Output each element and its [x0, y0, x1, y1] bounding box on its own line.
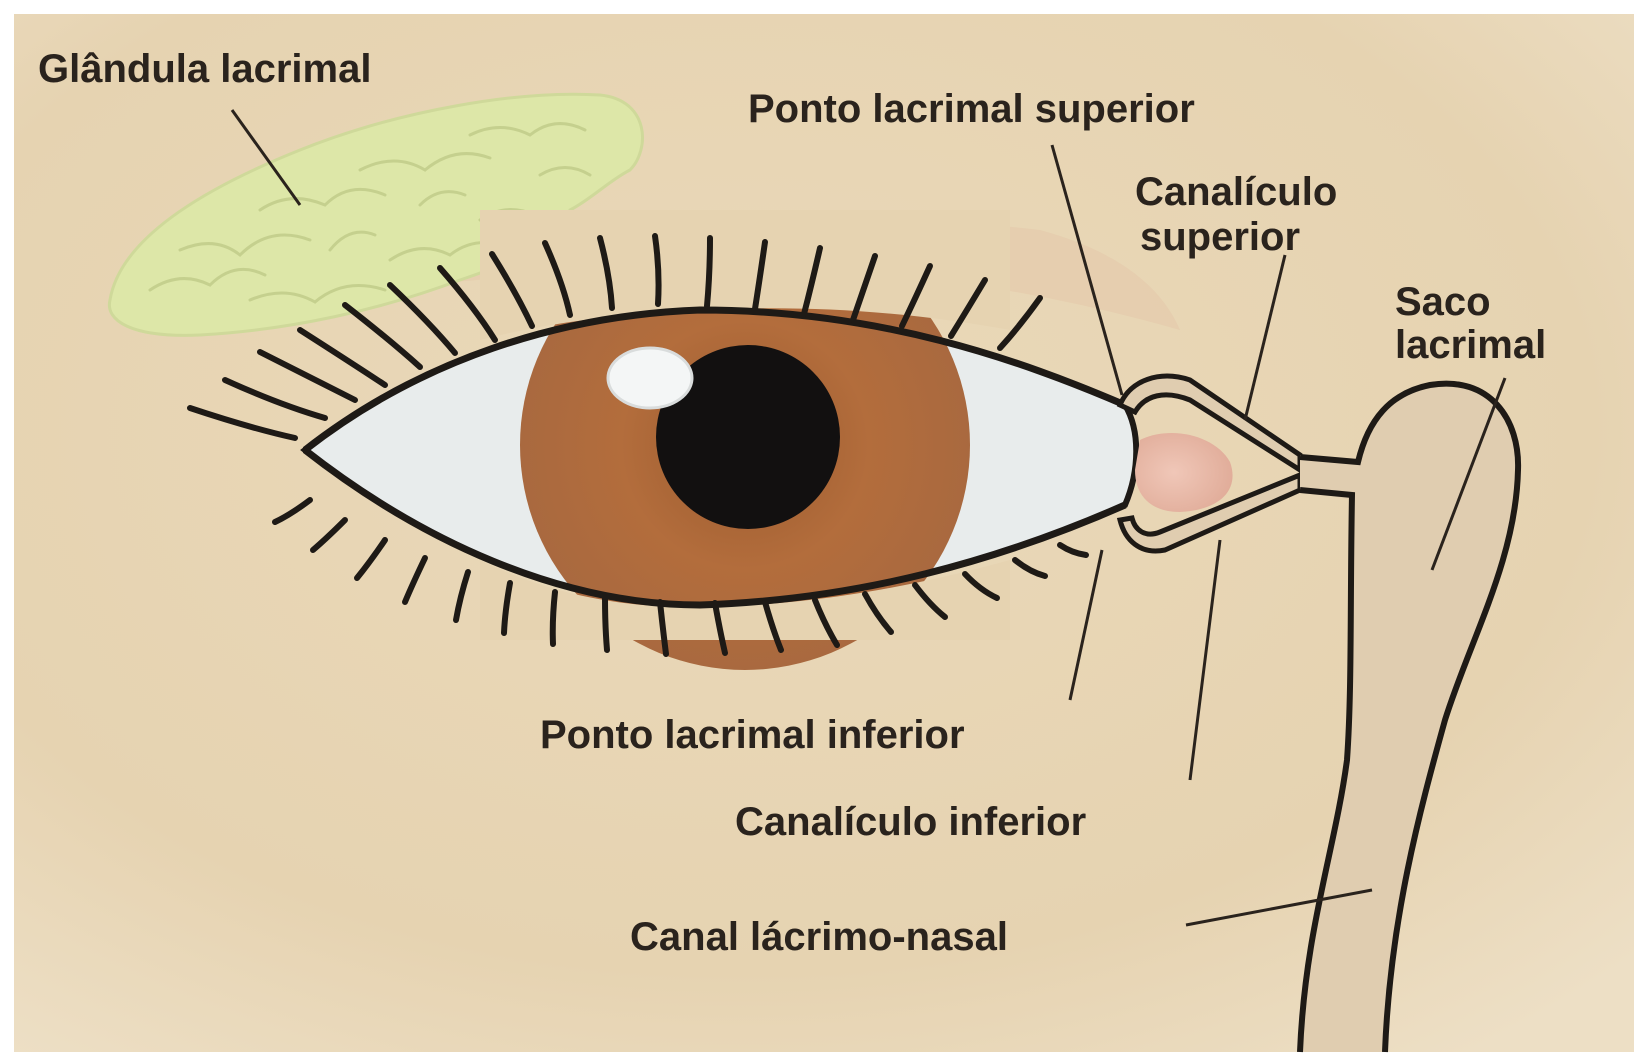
label-lacrimal-gland: Glândula lacrimal: [38, 47, 371, 91]
label-nasolacrimal-duct: Canal lácrimo-nasal: [630, 915, 1008, 959]
label-lower-canaliculus: Canalículo inferior: [735, 800, 1086, 844]
label-upper-canaliculus-line2: superior: [1140, 215, 1300, 259]
eye-highlight: [608, 348, 692, 408]
label-upper-punctum: Ponto lacrimal superior: [748, 87, 1195, 131]
label-lacrimal-sac-line1: Saco: [1395, 280, 1491, 324]
label-lacrimal-sac-line2: lacrimal: [1395, 323, 1546, 367]
label-upper-canaliculus-line1: Canalículo: [1135, 170, 1337, 214]
label-lower-punctum: Ponto lacrimal inferior: [540, 713, 965, 757]
